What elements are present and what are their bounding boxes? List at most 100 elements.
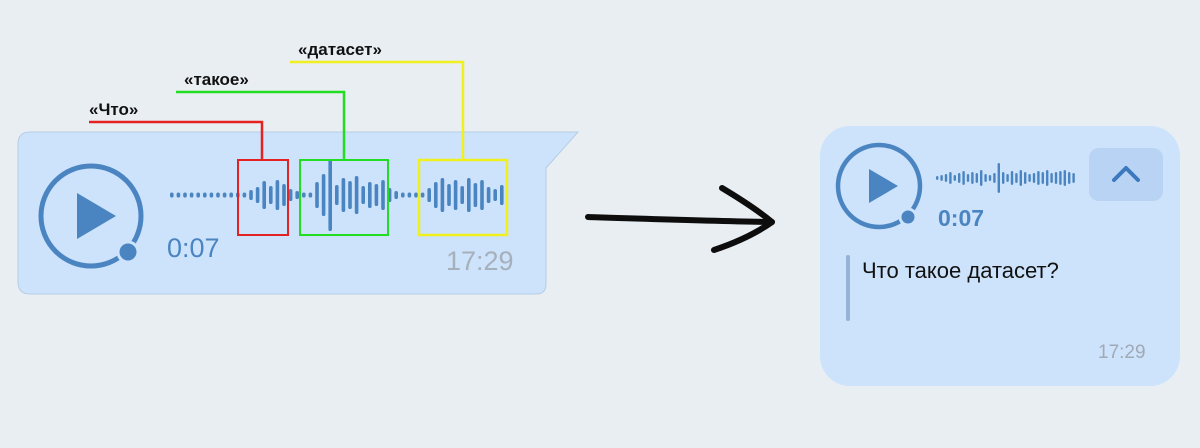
waveform-bar: [958, 173, 961, 183]
waveform-bar: [170, 192, 174, 198]
waveform-bar: [1059, 171, 1062, 185]
waveform-bar: [1046, 170, 1049, 186]
waveform-bar: [949, 172, 952, 184]
waveform-bar: [997, 163, 1000, 193]
voice-duration-right: 0:07: [938, 205, 985, 231]
waveform-bar: [1072, 173, 1075, 183]
waveform-bar: [374, 184, 379, 206]
waveform-bar: [368, 182, 372, 208]
waveform-bar: [1063, 170, 1066, 186]
waveform-bar: [1015, 173, 1018, 183]
waveform-bar: [262, 181, 266, 209]
waveform-bar: [1019, 170, 1022, 186]
waveform-bar: [993, 173, 996, 183]
waveform-bar: [328, 159, 332, 231]
waveform-bar: [315, 182, 319, 208]
waveform-bar: [988, 175, 992, 181]
leader-line-what: [89, 120, 264, 160]
waveform-bar: [966, 174, 970, 182]
waveform-bar: [354, 176, 359, 214]
waveform-bar: [1037, 171, 1040, 185]
waveform-bar: [308, 192, 313, 198]
waveform-bar: [381, 180, 385, 210]
waveform-bar: [962, 171, 965, 185]
waveform-bar: [288, 189, 293, 201]
waveform-bar: [460, 186, 464, 204]
play-button-right[interactable]: [835, 142, 923, 230]
waveform-bar: [1010, 171, 1014, 185]
waveform-bar: [434, 182, 438, 208]
waveform-bar: [1050, 173, 1053, 183]
waveform-bar: [335, 185, 339, 205]
waveform-bar: [420, 192, 425, 198]
waveform-bar: [984, 174, 987, 182]
collapse-transcript-button[interactable]: [1089, 148, 1163, 201]
play-icon: [869, 169, 898, 203]
waveform-bar: [302, 192, 306, 198]
waveform-bar: [1006, 174, 1009, 182]
waveform-bar: [1054, 172, 1058, 184]
waveform-bar: [321, 174, 326, 216]
waveform-bar: [1024, 172, 1027, 184]
label-what: «Что»: [89, 100, 139, 119]
waveform-bar: [295, 191, 299, 199]
waveform-bar: [975, 173, 978, 183]
waveform-bar: [447, 184, 451, 206]
waveform-bar: [940, 175, 943, 181]
voice-duration-left: 0:07: [167, 233, 220, 263]
message-time-right: 17:29: [1098, 342, 1146, 363]
chevron-up-icon: [1112, 166, 1140, 182]
waveform-bar: [196, 192, 200, 198]
waveform-bar: [1041, 172, 1044, 184]
waveform-bar: [493, 189, 497, 201]
waveform-bar: [467, 178, 471, 212]
waveform-bar: [275, 180, 280, 210]
waveform-bar: [414, 192, 418, 198]
play-button-left[interactable]: [38, 163, 144, 269]
waveform-bar: [1068, 172, 1071, 184]
waveform-bar: [209, 192, 214, 198]
waveform-bar: [486, 187, 491, 203]
waveform-bar: [407, 192, 412, 198]
waveform-bar: [203, 192, 207, 198]
waveform-right: [936, 163, 1075, 193]
waveform-bar: [936, 176, 939, 180]
waveform-bar: [255, 187, 260, 203]
transcript-text: Что такое датасет?: [862, 258, 1059, 283]
waveform-bar: [249, 190, 253, 200]
waveform-bar: [480, 180, 484, 210]
waveform-bar: [980, 170, 983, 186]
waveform-bar: [453, 180, 458, 210]
left-voice-bubble: [17, 131, 580, 295]
waveform-bar: [361, 186, 365, 204]
waveform-bar: [1002, 172, 1005, 184]
leader-line-such: [176, 90, 346, 160]
waveform-bar: [953, 175, 956, 181]
waveform-bar: [216, 192, 220, 198]
waveform-bar: [341, 178, 346, 212]
waveform-bar: [440, 178, 445, 212]
waveform-bar: [189, 192, 194, 198]
waveform-bar: [944, 174, 948, 182]
waveform-bar: [282, 184, 286, 206]
waveform-left: [170, 159, 504, 231]
waveform-bar: [401, 192, 405, 198]
waveform-bar: [394, 191, 398, 199]
waveform-bar: [348, 181, 352, 209]
leader-line-dataset: [290, 60, 465, 160]
transcript-quote-bar: [846, 255, 850, 321]
waveform-bar: [222, 192, 227, 198]
waveform-bar: [500, 185, 504, 205]
label-such: «такое»: [184, 70, 249, 89]
label-dataset: «датасет»: [298, 40, 382, 59]
waveform-bar: [229, 192, 233, 198]
waveform-bar: [1032, 173, 1036, 183]
waveform-bar: [176, 192, 181, 198]
waveform-bar: [971, 172, 974, 184]
waveform-bar: [183, 192, 187, 198]
waveform-bar: [1028, 174, 1031, 182]
waveform-bar: [427, 188, 431, 202]
waveform-bar: [473, 183, 478, 207]
